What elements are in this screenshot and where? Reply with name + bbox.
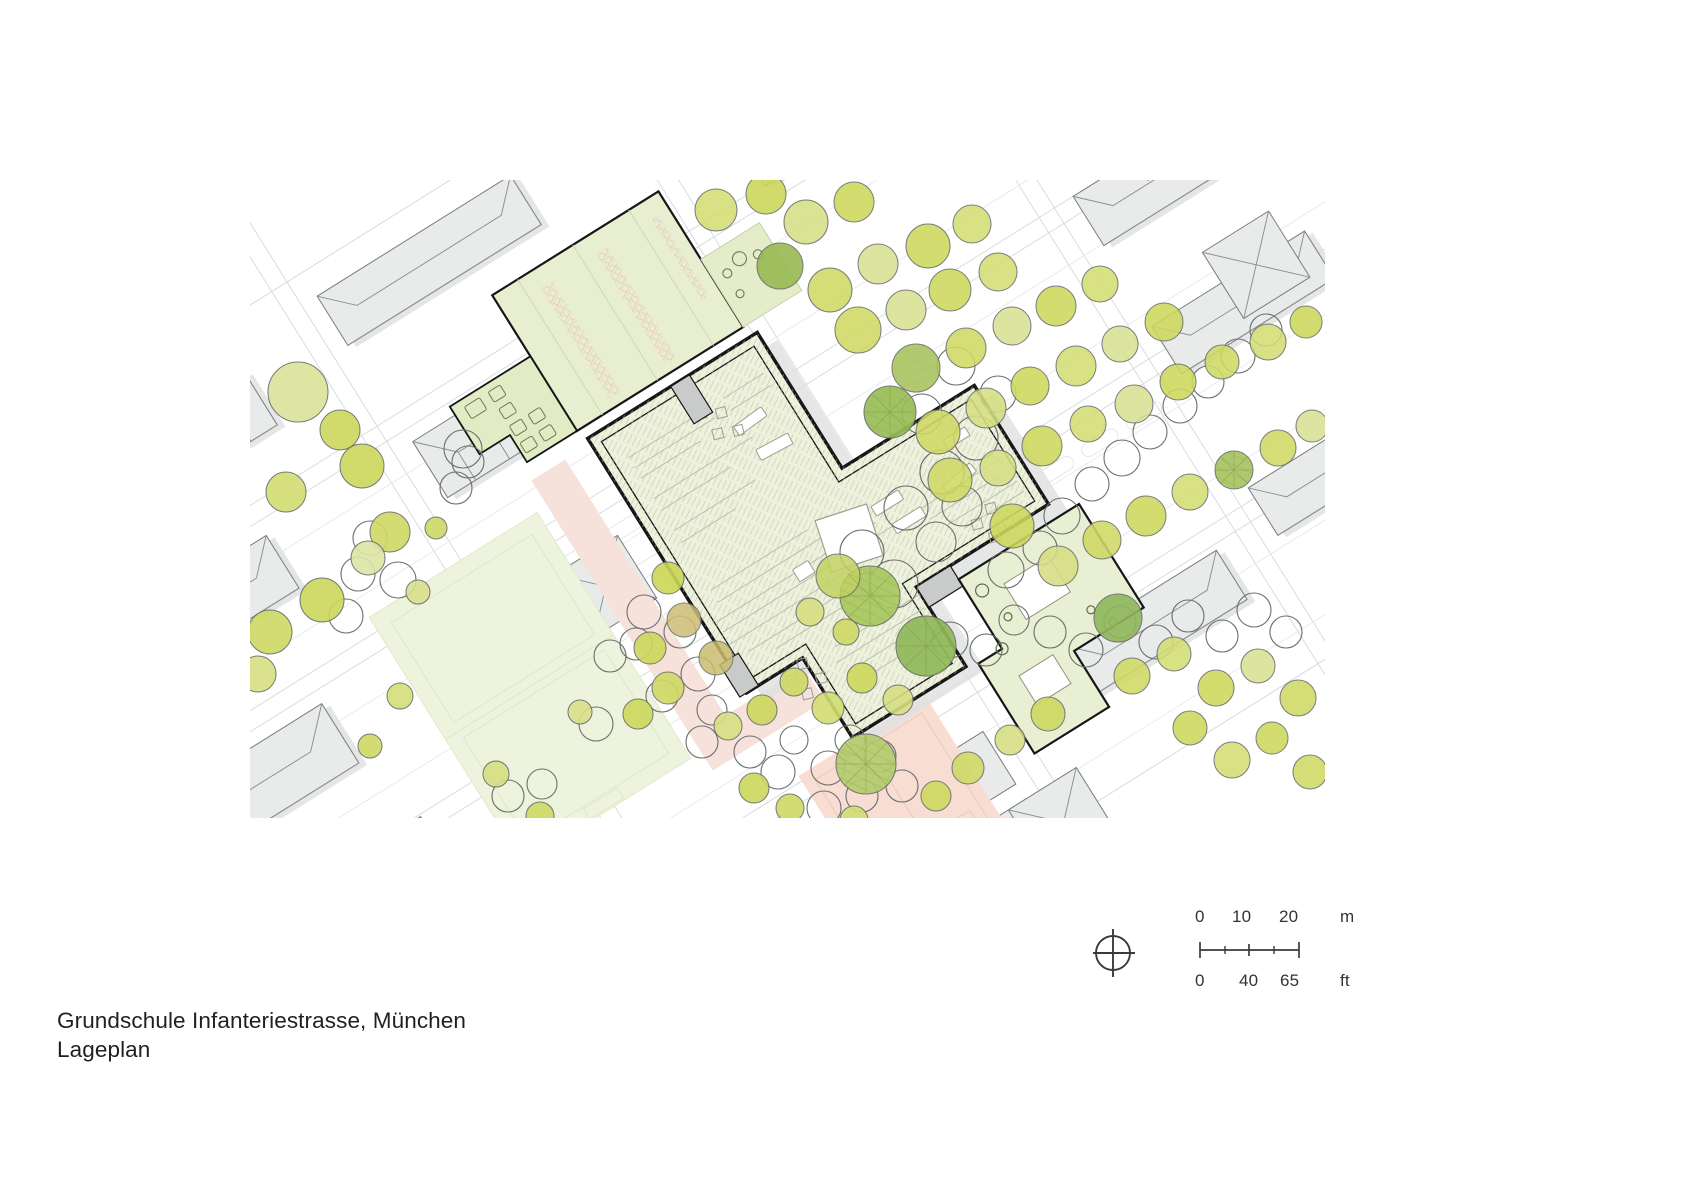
caption-drawing-name: Lageplan <box>57 1037 151 1062</box>
sports-hall <box>448 189 803 464</box>
scale-tick-graphic <box>1195 935 1415 965</box>
figure-caption: Grundschule Infanteriestrasse, München L… <box>57 1006 857 1064</box>
tree-layer <box>250 180 1325 818</box>
tree-filled-group <box>250 180 1325 818</box>
entrance-plaza <box>531 459 741 761</box>
scale-bar: 0 10 20 m 0 40 65 ft <box>1195 905 1415 1015</box>
caption-project-title: Grundschule Infanteriestrasse, München <box>57 1008 467 1033</box>
scale-imperial-40: 40 <box>1239 971 1259 990</box>
scale-imperial-labels: 0 40 65 ft <box>1195 971 1415 993</box>
scale-imperial-0: 0 <box>1195 971 1205 990</box>
scale-metric-0: 0 <box>1195 907 1205 926</box>
site-plan-map[interactable] <box>250 180 1325 818</box>
scale-metric-labels: 0 10 20 m <box>1195 907 1415 929</box>
scale-imperial-unit: ft <box>1340 971 1350 990</box>
legend-block: 0 10 20 m 0 40 65 ft <box>1085 905 1415 1020</box>
scale-imperial-65: 65 <box>1280 971 1300 990</box>
north-arrow <box>1085 925 1145 985</box>
scale-metric-10: 10 <box>1232 907 1252 926</box>
scale-metric-20: 20 <box>1279 907 1299 926</box>
scale-metric-unit: m <box>1340 907 1355 926</box>
tree-canopy-texture <box>757 243 1253 794</box>
